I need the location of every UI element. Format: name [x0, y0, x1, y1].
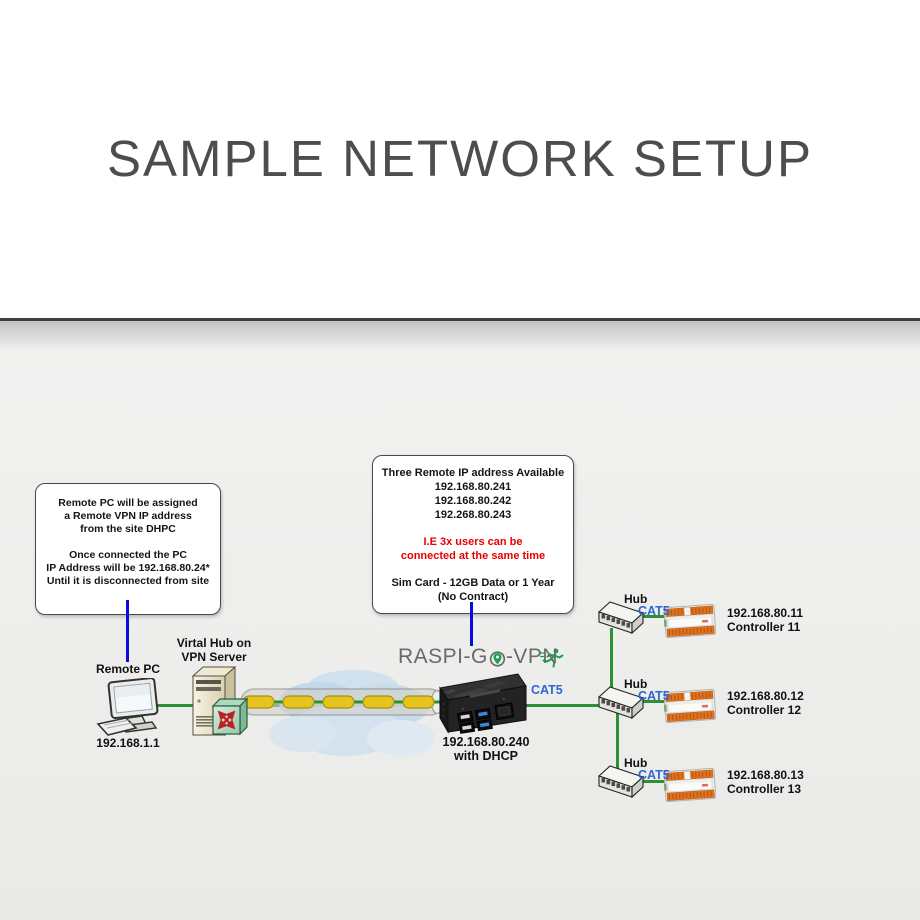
note-line: 192.168.80.241: [434, 481, 512, 493]
vpn-server-label-line: VPN Server: [181, 650, 247, 664]
cat5-cable-line: [640, 780, 672, 783]
raspi-go-vpn-logo: RASPI-G -VPN: [398, 644, 558, 670]
desktop-pc-icon: [96, 678, 159, 736]
note-line: a Remote VPN IP address: [64, 510, 192, 522]
diagram-panel: [0, 321, 920, 920]
cat5-label: CAT5: [638, 768, 670, 782]
controller-ip: 192.168.80.13: [727, 768, 804, 782]
din-controller-icon: [664, 603, 716, 639]
note-line: Until it is disconnected from site: [46, 575, 210, 587]
controller-ip: 192.168.80.11: [727, 606, 804, 620]
hub-uplink-line: [610, 628, 613, 704]
note-pointer-line: [126, 600, 129, 662]
network-hub-icon: [597, 765, 645, 799]
raspi-dhcp-note: with DHCP: [454, 749, 518, 763]
controller-name: Controller 13: [727, 782, 802, 796]
warning-line: I.E 3x users can be: [423, 536, 523, 548]
cat5-cable-line: [640, 700, 672, 703]
cat5-cable-line: [640, 615, 672, 618]
note-line: (No Contract): [437, 591, 509, 603]
hub-label: Hub: [624, 677, 648, 691]
running-man-icon: [540, 648, 564, 668]
vpn-server-label: Virtal Hub on VPN Server: [159, 636, 269, 664]
hub-label: Hub: [624, 756, 648, 770]
din-controller-icon: [664, 688, 716, 724]
remote-pc-label: Remote PC: [95, 662, 160, 676]
note-line: IP Address will be 192.168.80.24*: [46, 562, 210, 574]
server-router-icon: [191, 665, 249, 737]
controller-ip: 192.168.80.12: [727, 689, 804, 703]
raspi-ip: 192.168.80.240: [442, 735, 530, 749]
cat5-label: CAT5: [638, 689, 670, 703]
note-line: [36, 536, 220, 549]
note-line: Once connected the PC: [69, 549, 187, 561]
note-line: 192.268.80.243: [434, 509, 512, 521]
remote-pc-ip: 192.168.1.1: [96, 736, 160, 750]
vpn-server-label-line: Virtal Hub on: [176, 636, 252, 650]
note-line: Sim Card - 12GB Data or 1 Year: [391, 577, 555, 589]
remote-pc-note-box: Remote PC will be assigned a Remote VPN …: [35, 483, 221, 615]
page-title: SAMPLE NETWORK SETUP: [107, 130, 813, 187]
hub-uplink-line: [616, 710, 619, 780]
separator-line: [0, 318, 920, 321]
raspberry-pi-case-icon: [439, 673, 527, 734]
logo-text-right: -VPN: [505, 645, 558, 668]
cat5-label: CAT5: [531, 683, 563, 697]
note-pointer-line: [470, 602, 473, 646]
logo-text-left: RASPI-G: [398, 645, 488, 668]
hub-label: Hub: [624, 592, 648, 606]
warning-line: connected at the same time: [400, 550, 546, 562]
cat5-label: CAT5: [638, 604, 670, 618]
din-controller-icon: [664, 767, 716, 803]
note-line: Three Remote IP address Available: [381, 467, 565, 479]
sim-card-note-box: Three Remote IP address Available 192.16…: [372, 455, 574, 614]
network-hub-icon: [597, 686, 645, 720]
note-line: Remote PC will be assigned: [58, 497, 198, 509]
controller-name: Controller 11: [727, 620, 801, 634]
raspi-ip-label: 192.168.80.240 with DHCP: [426, 735, 546, 763]
location-pin-icon: [489, 650, 505, 667]
note-line: from the site DHPC: [80, 523, 176, 535]
controller-name: Controller 12: [727, 703, 802, 717]
cloud-vpn-tunnel-icon: [235, 670, 447, 756]
note-line: 192.168.80.242: [434, 495, 512, 507]
network-hub-icon: [597, 601, 645, 635]
